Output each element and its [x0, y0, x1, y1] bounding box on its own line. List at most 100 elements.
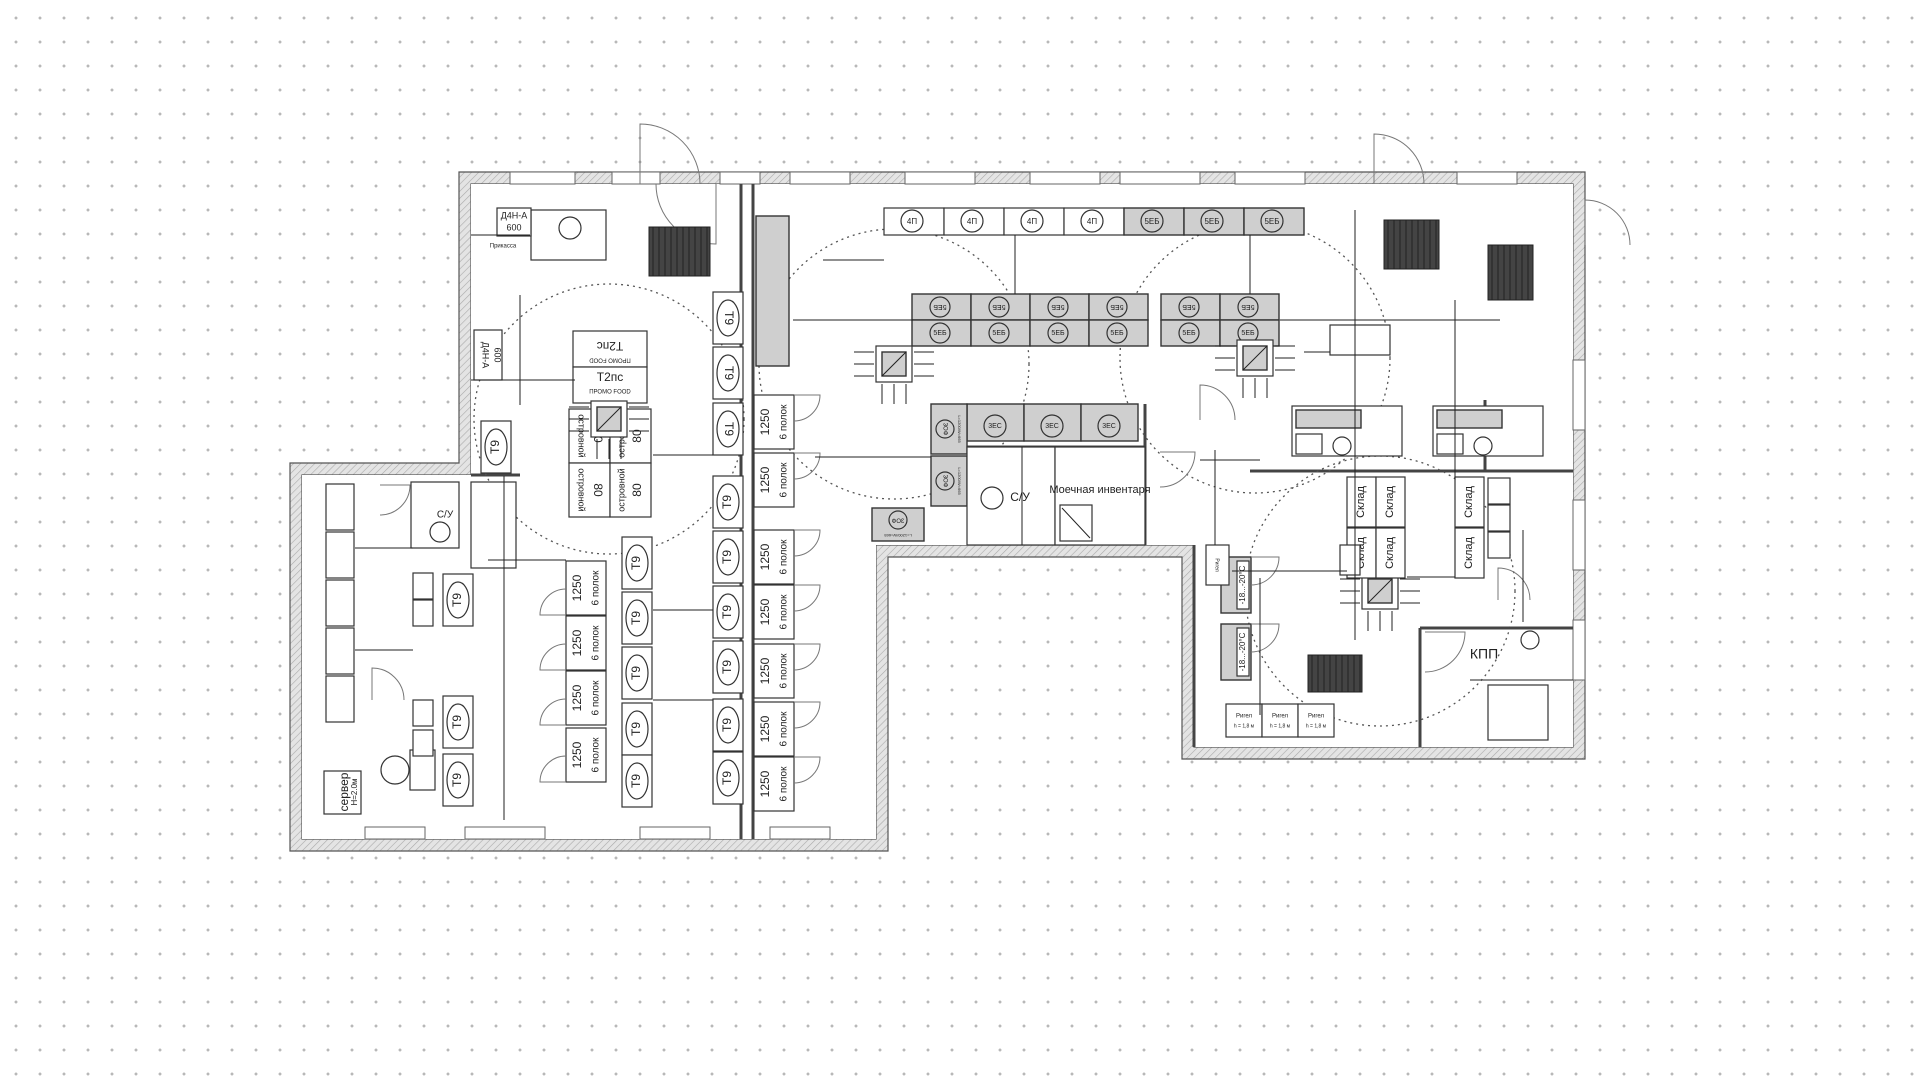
oven-icon: [929, 322, 951, 344]
room-label: КПП: [1470, 646, 1498, 662]
cabinet-outline: [716, 538, 740, 576]
cabinet-small: [412, 729, 434, 757]
cabinet-label: Т9: [720, 771, 734, 785]
cabinet-small: [1487, 531, 1511, 559]
room-label: С/У: [1010, 490, 1030, 504]
burner-icon: [1200, 209, 1224, 233]
display-size: 600: [506, 222, 521, 232]
fridge-volume: 1250: [570, 629, 584, 656]
oven-3of: [871, 507, 925, 542]
sink: [1436, 433, 1464, 455]
shelving-unit: [325, 531, 355, 579]
window: [364, 826, 426, 840]
workstation-top: [1295, 409, 1362, 429]
cabinet-label: Т9: [629, 666, 643, 680]
oven-label: 5ЕБ: [933, 330, 947, 337]
server-label: сервер: [337, 772, 351, 811]
cabinet-t9: [712, 402, 744, 456]
coverage-circle: [1119, 222, 1391, 494]
shelving-unit: [325, 675, 355, 723]
window: [1029, 171, 1101, 185]
window: [904, 171, 976, 185]
freezer-door: [1250, 556, 1280, 586]
fridge: [753, 584, 795, 640]
fridge-door: [793, 584, 821, 612]
equipment-label: 4П: [1087, 217, 1097, 226]
rack-height: h = 1,8 м: [1306, 723, 1327, 729]
server-height: Н=2.0м: [350, 778, 359, 805]
equipment-label: 4П: [967, 217, 977, 226]
cabinet-outline: [625, 599, 649, 637]
fridge: [753, 394, 795, 450]
window: [1572, 359, 1586, 431]
equipment-label: 5ЕБ: [1144, 217, 1159, 226]
equipment-module: [883, 207, 945, 236]
cabinet-t9: [621, 536, 653, 590]
oven-icon: [929, 296, 951, 318]
oven-label: 5ЕБ: [1241, 303, 1255, 310]
vent-diagonal: [1367, 578, 1393, 604]
entrance-door: [639, 123, 701, 185]
rack-label: Ригел: [1272, 714, 1289, 720]
freezer-temp: -18...-20°C: [1238, 565, 1247, 604]
window: [769, 826, 831, 840]
cabinet-outline: [446, 581, 470, 619]
fridge-shelves: 6 полок: [779, 711, 790, 747]
cabinet-outline: [484, 428, 508, 466]
shelving-unit: [325, 483, 355, 531]
table-label: Т2пс: [597, 370, 624, 384]
fridge-shelves: 6 полок: [779, 594, 790, 630]
island-size: 80: [630, 483, 644, 497]
fridge: [753, 529, 795, 585]
oven-module: [1160, 293, 1221, 321]
oven-icon: [935, 471, 955, 491]
cart: [1329, 324, 1391, 356]
storage-label: Склад: [1384, 486, 1396, 518]
door: [379, 484, 411, 516]
oven-icon: [1040, 414, 1064, 438]
oven-module: [1029, 319, 1090, 347]
fridge-shelves: 6 полок: [591, 680, 602, 716]
cabinet-outline: [716, 706, 740, 744]
cabinet-t9: [712, 475, 744, 529]
oven-label: 3ЕС: [988, 423, 1002, 430]
fridge-door: [793, 529, 821, 557]
oven-icon: [1178, 322, 1200, 344]
fridge-volume: 1250: [758, 598, 772, 625]
fridge-door: [793, 701, 821, 729]
equipment-module: [1003, 207, 1065, 236]
oven-3of: [930, 403, 968, 455]
fridge-shelves: 6 полок: [779, 404, 790, 440]
promo-label: ПРОМО FOOD: [589, 356, 631, 362]
fridge-shelves: 6 полок: [591, 737, 602, 773]
cabinet-small: [412, 699, 434, 727]
cabinet-t9: [442, 695, 474, 749]
cabinet-label: Т9: [722, 366, 736, 380]
fridge: [753, 701, 795, 757]
chair-icon: [1473, 436, 1493, 456]
burner-icon: [960, 209, 984, 233]
oven-label: 3ЕС: [1045, 423, 1059, 430]
oven-module: [911, 319, 972, 347]
oven-icon: [888, 510, 908, 530]
cabinet-outline: [625, 544, 649, 582]
island-label: островной: [616, 468, 626, 511]
fridge-shelves: 6 полок: [779, 462, 790, 498]
cabinet-outline: [716, 410, 740, 448]
window: [611, 171, 661, 185]
fridge-door: [793, 394, 821, 422]
fridge-door: [539, 698, 567, 726]
cabinet-t9: [480, 420, 512, 474]
cabinet-t9: [712, 698, 744, 752]
door: [1424, 631, 1466, 673]
island-label: островной: [577, 414, 587, 457]
toilet-icon: [980, 486, 1004, 510]
fridge-volume: 1250: [758, 466, 772, 493]
cabinet-outline: [625, 654, 649, 692]
window: [639, 826, 711, 840]
burner-icon: [1080, 209, 1104, 233]
oven-size: L=1200/W=665: [884, 533, 912, 538]
island-size: 80: [630, 429, 644, 443]
cabinet-small: [412, 572, 434, 600]
rack: [1297, 703, 1335, 738]
